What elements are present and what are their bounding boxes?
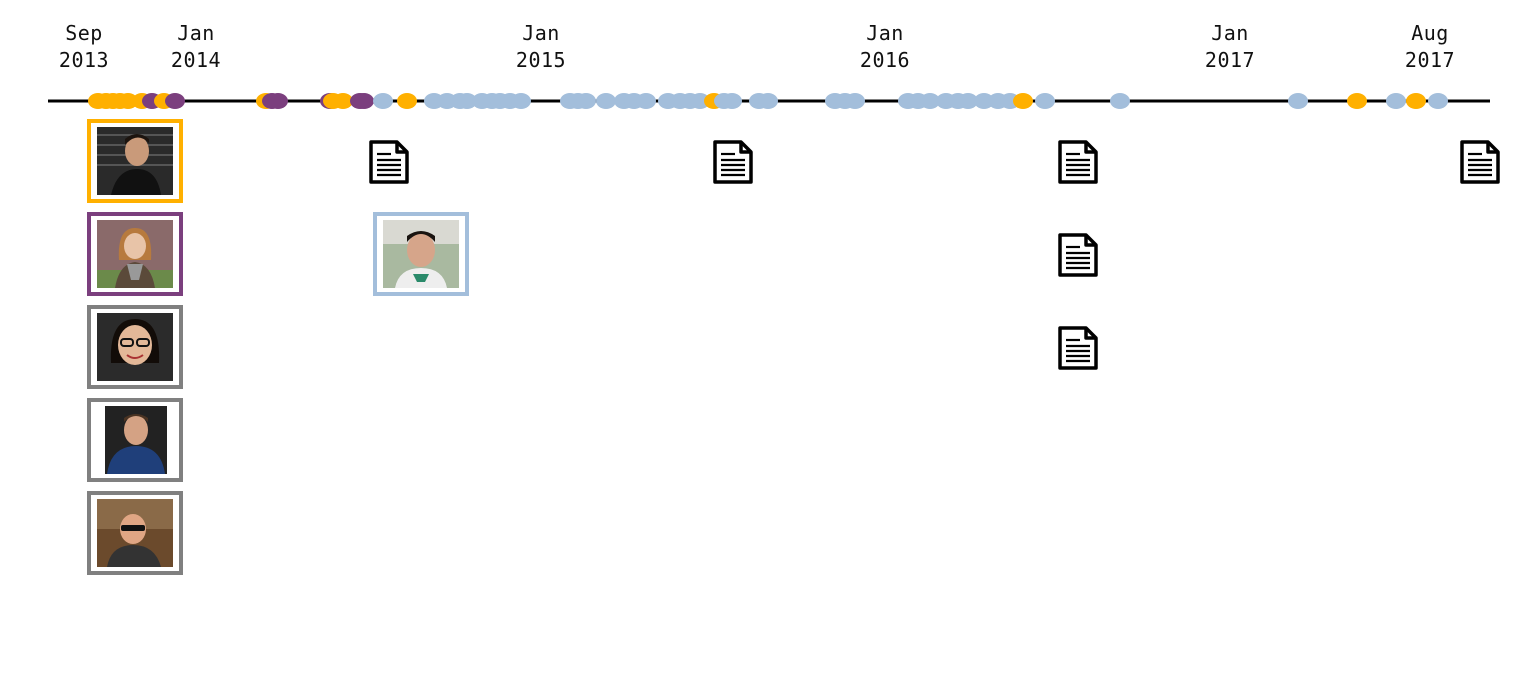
tick-year: 2015	[515, 48, 567, 72]
event-marker[interactable]	[576, 93, 596, 109]
person-photo-icon	[97, 406, 173, 474]
person-card-1[interactable]	[87, 119, 183, 203]
event-marker[interactable]	[596, 93, 616, 109]
event-marker[interactable]	[1406, 93, 1426, 109]
person-photo-icon	[383, 220, 459, 288]
document-icon[interactable]	[713, 140, 753, 184]
event-markers	[88, 93, 1448, 109]
person-card-2[interactable]	[87, 212, 183, 296]
event-marker[interactable]	[373, 93, 393, 109]
tick-year: 2016	[859, 48, 911, 72]
event-marker[interactable]	[845, 93, 865, 109]
person-card-4[interactable]	[87, 398, 183, 482]
event-marker[interactable]	[1110, 93, 1130, 109]
event-marker[interactable]	[333, 93, 353, 109]
event-marker[interactable]	[1288, 93, 1308, 109]
document-icon[interactable]	[369, 140, 409, 184]
tick-label-jan-2014: Jan 2014	[136, 20, 256, 74]
person-photo-icon	[97, 127, 173, 195]
event-marker[interactable]	[690, 93, 710, 109]
event-marker[interactable]	[1386, 93, 1406, 109]
event-marker[interactable]	[974, 93, 994, 109]
tick-label-jan-2017: Jan 2017	[1170, 20, 1290, 74]
tick-year: 2014	[170, 48, 222, 72]
event-marker[interactable]	[758, 93, 778, 109]
event-marker[interactable]	[636, 93, 656, 109]
tick-year: 2017	[1204, 48, 1256, 72]
tick-label-aug-2017: Aug 2017	[1370, 20, 1490, 74]
event-marker[interactable]	[354, 93, 374, 109]
tick-month: Jan	[866, 21, 904, 45]
document-icon[interactable]	[1460, 140, 1500, 184]
person-photo-icon	[97, 313, 173, 381]
event-marker[interactable]	[511, 93, 531, 109]
tick-month: Jan	[177, 21, 215, 45]
event-marker[interactable]	[165, 93, 185, 109]
event-marker[interactable]	[457, 93, 477, 109]
tick-label-jan-2016: Jan 2016	[825, 20, 945, 74]
event-marker[interactable]	[268, 93, 288, 109]
event-marker[interactable]	[1428, 93, 1448, 109]
tick-month: Sep	[65, 21, 103, 45]
event-marker[interactable]	[397, 93, 417, 109]
tick-month: Jan	[522, 21, 560, 45]
event-marker[interactable]	[920, 93, 940, 109]
tick-month: Aug	[1411, 21, 1449, 45]
tick-year: 2017	[1404, 48, 1456, 72]
document-icon[interactable]	[1058, 140, 1098, 184]
person-photo-icon	[97, 220, 173, 288]
tick-year: 2013	[58, 48, 110, 72]
person-card-5[interactable]	[87, 491, 183, 575]
timeline-axis	[48, 93, 1490, 109]
event-marker[interactable]	[722, 93, 742, 109]
person-card-3[interactable]	[87, 305, 183, 389]
event-marker[interactable]	[118, 93, 138, 109]
person-photo-icon	[97, 499, 173, 567]
event-marker[interactable]	[1035, 93, 1055, 109]
event-marker[interactable]	[958, 93, 978, 109]
document-icon[interactable]	[1058, 233, 1098, 277]
event-marker[interactable]	[1347, 93, 1367, 109]
tick-month: Jan	[1211, 21, 1249, 45]
tick-label-jan-2015: Jan 2015	[481, 20, 601, 74]
tick-label-sep-2013: Sep 2013	[24, 20, 144, 74]
person-card-6[interactable]	[373, 212, 469, 296]
document-icon[interactable]	[1058, 326, 1098, 370]
event-marker[interactable]	[1013, 93, 1033, 109]
